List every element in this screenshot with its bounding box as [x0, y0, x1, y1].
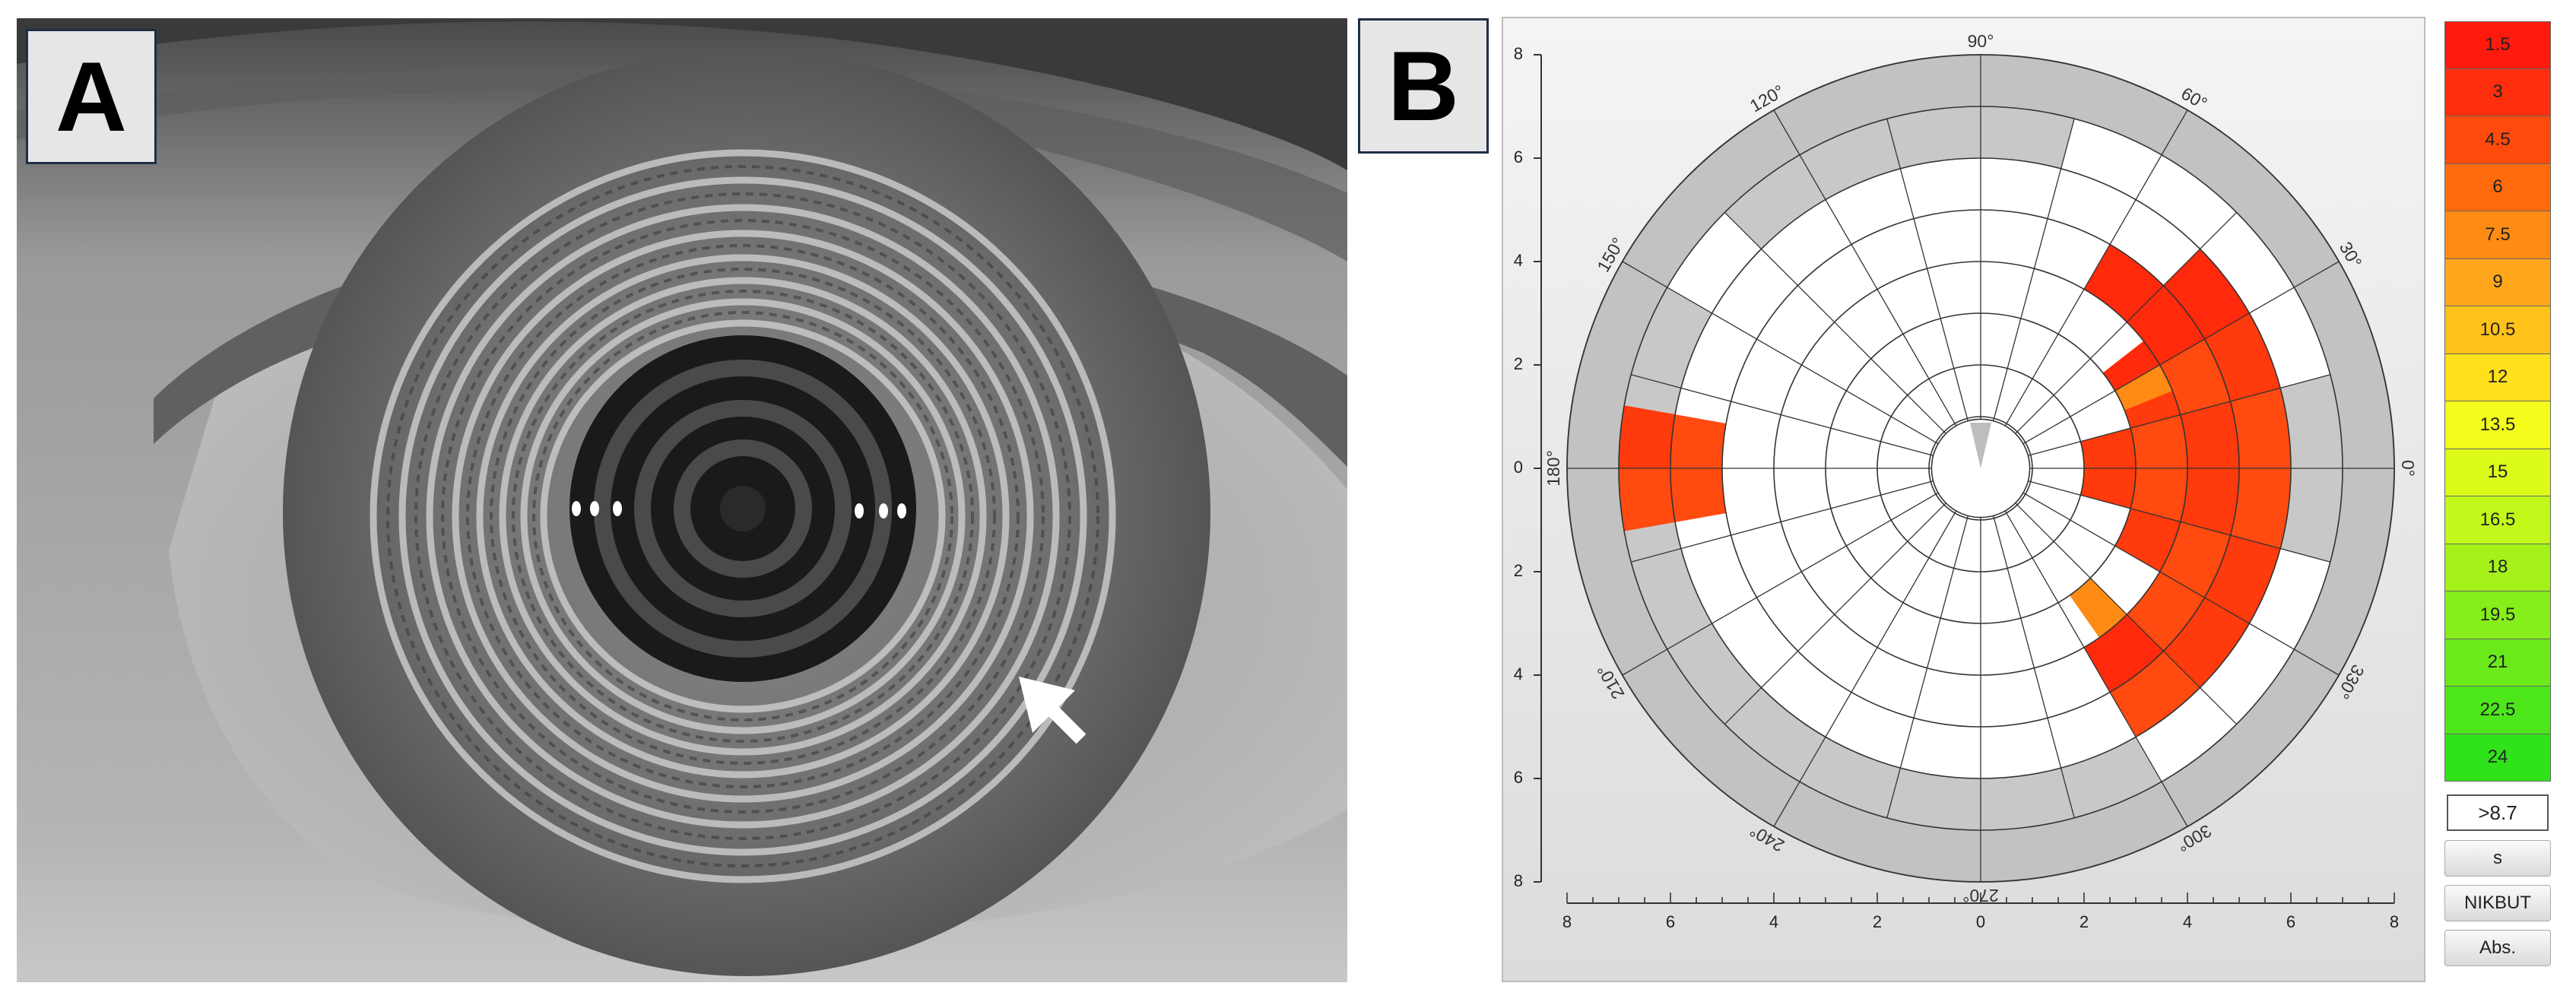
blocked-sector [1724, 119, 1901, 249]
map-spoke [2015, 503, 2238, 725]
s-button[interactable]: s [2444, 840, 2551, 877]
map-spoke [2028, 480, 2330, 563]
nikbut-button[interactable]: NIKBUT [2444, 885, 2551, 921]
panel-label-b: B [1358, 18, 1489, 154]
map-spoke [1622, 492, 1939, 676]
breakup-sector [2230, 468, 2291, 549]
map-spoke [1993, 119, 2075, 421]
breakup-sector [2070, 578, 2127, 638]
breakup-sector [2084, 244, 2164, 322]
blocked-sector [1981, 737, 2162, 830]
map-spoke [1773, 109, 1957, 426]
arrow-icon [1019, 677, 1087, 744]
legend-item: 24 [2444, 734, 2551, 782]
y-tick-label: 4 [1514, 251, 1523, 270]
legend-item: 16.5 [2444, 496, 2551, 544]
legend-item: 15 [2444, 449, 2551, 496]
legend-item: 3 [2444, 68, 2551, 116]
breakup-sector [2180, 401, 2239, 468]
blocked-sector [1800, 737, 1981, 830]
x-tick-label: 8 [2390, 912, 2399, 931]
y-tick-label: 6 [1514, 147, 1523, 166]
legend-item: 6 [2444, 163, 2551, 211]
breakup-sector [2127, 285, 2205, 365]
map-spoke [2022, 261, 2340, 445]
eye-photo [17, 18, 1347, 982]
breakup-sector [2114, 365, 2173, 411]
y-tick-label: 8 [1514, 44, 1523, 63]
map-spoke [1631, 374, 1934, 456]
breakup-sector [2127, 572, 2205, 652]
breakup-sector [2159, 339, 2231, 415]
y-tick-label: 6 [1514, 768, 1523, 787]
legend-item: 7.5 [2444, 211, 2551, 259]
map-spoke [2015, 211, 2238, 434]
map-spoke [1773, 510, 1957, 827]
breakup-sector [2102, 341, 2160, 391]
x-tick-label: 6 [1666, 912, 1675, 931]
legend-item: 19.5 [2444, 591, 2551, 639]
x-tick-label: 4 [1769, 912, 1778, 931]
threshold-field[interactable]: >8.7 [2447, 794, 2549, 831]
y-tick-label: 2 [1514, 561, 1523, 580]
map-spoke [1886, 515, 1968, 818]
breakup-sector [2159, 522, 2231, 598]
legend-item: 1.5 [2444, 21, 2551, 69]
legend-item: 22.5 [2444, 686, 2551, 734]
map-spoke [1724, 211, 1946, 434]
abs-button[interactable]: Abs. [2444, 930, 2551, 966]
breakup-sector [2084, 614, 2164, 693]
panel-label-a: A [26, 29, 157, 164]
map-spoke [2004, 510, 2188, 827]
map-spoke [1622, 261, 1939, 445]
y-tick-label: 0 [1514, 458, 1523, 477]
breakup-sector [2172, 260, 2250, 339]
breakup-sector [2180, 468, 2239, 535]
breakup-sector [1619, 405, 1676, 468]
center-marker [1970, 423, 1991, 468]
breakup-sector [2230, 388, 2291, 468]
breakup-sector [2130, 468, 2187, 522]
polar-plot: 90°60°30°0°330°300°270°240°210°180°150°1… [1514, 31, 2418, 931]
legend-item: 9 [2444, 258, 2551, 306]
map-spoke [2004, 109, 2188, 426]
map-spoke [1724, 503, 1946, 725]
x-tick-label: 2 [1873, 912, 1882, 931]
map-spoke [1631, 480, 1934, 563]
x-tick-label: 0 [1976, 912, 1985, 931]
y-tick-label: 2 [1514, 354, 1523, 373]
map-spoke [1886, 119, 1968, 421]
tear-map-panel: 90°60°30°0°330°300°270°240°210°180°150°1… [1502, 17, 2565, 984]
legend-item: 21 [2444, 639, 2551, 686]
angle-label: 180° [1543, 450, 1563, 487]
map-spoke [2028, 374, 2330, 456]
map-spoke [1993, 515, 2075, 818]
x-tick-label: 2 [2080, 912, 2089, 931]
y-tick-label: 4 [1514, 664, 1523, 683]
breakup-sector [2163, 598, 2250, 688]
breakup-sector [2114, 508, 2181, 572]
angle-label: 90° [1968, 31, 1994, 51]
breakup-sector [2110, 651, 2200, 737]
angle-label: 0° [2398, 460, 2418, 477]
y-tick-label: 8 [1514, 871, 1523, 890]
placido-rings [370, 149, 1116, 883]
eye-photo-panel [17, 18, 1347, 982]
legend-item: 18 [2444, 544, 2551, 591]
legend-item: 10.5 [2444, 306, 2551, 354]
legend-item: 13.5 [2444, 401, 2551, 449]
legend-item: 4.5 [2444, 116, 2551, 164]
x-tick-label: 6 [2286, 912, 2295, 931]
map-spoke [2022, 492, 2340, 676]
x-tick-label: 4 [2183, 912, 2192, 931]
breakup-sector [2130, 414, 2187, 468]
legend-item: 12 [2444, 354, 2551, 401]
x-tick-label: 8 [1562, 912, 1572, 931]
